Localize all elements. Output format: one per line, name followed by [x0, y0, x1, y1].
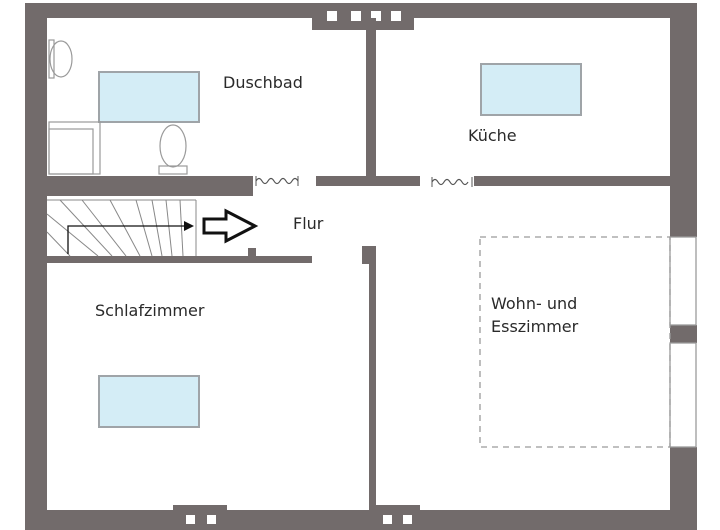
wall-right-mid	[670, 325, 697, 343]
door-kitchen	[431, 178, 469, 186]
wall-kitchen-bottom	[474, 176, 670, 186]
hollow-arrow-icon	[202, 208, 259, 244]
living-area-outline	[479, 236, 671, 448]
wall-bottom	[25, 510, 697, 530]
window-bedroom	[98, 375, 200, 428]
chimney-top	[312, 7, 414, 30]
staircase	[46, 199, 197, 257]
door-bath	[255, 177, 299, 185]
wall-stub	[248, 248, 256, 256]
shower-tray	[48, 121, 101, 175]
outer-walls	[25, 3, 697, 530]
wall-stair-bottom	[47, 256, 312, 263]
wall-bath-kitchen	[366, 18, 376, 186]
toilet	[158, 124, 188, 175]
chimney-bottom-right	[372, 505, 420, 530]
chimney-bottom-left	[173, 505, 227, 530]
wall-right-upper	[670, 3, 697, 237]
interior-walls	[47, 18, 670, 510]
room-label-kueche: Küche	[468, 126, 517, 145]
room-label-duschbad: Duschbad	[223, 73, 303, 92]
room-label-wohn-line1: Wohn- und	[491, 294, 578, 313]
room-label-wohn-line2: Esszimmer	[491, 317, 579, 337]
stair-direction-arrow	[67, 221, 194, 254]
window-bath	[98, 71, 200, 123]
wall-vertical-stub	[362, 246, 370, 264]
sink	[48, 39, 73, 79]
window-right-lower	[669, 342, 697, 448]
window-right-upper	[669, 236, 697, 326]
window-kitchen	[480, 63, 582, 116]
wall-left	[25, 3, 47, 530]
wall-vertical-center	[369, 246, 376, 510]
wall-segment-mid	[316, 176, 420, 186]
room-label-flur: Flur	[293, 214, 324, 233]
room-label-wohn-esszimmer: Wohn- und Esszimmer	[491, 292, 578, 338]
room-label-schlafzimmer: Schlafzimmer	[95, 301, 205, 320]
wall-bath-bottom	[47, 176, 253, 196]
